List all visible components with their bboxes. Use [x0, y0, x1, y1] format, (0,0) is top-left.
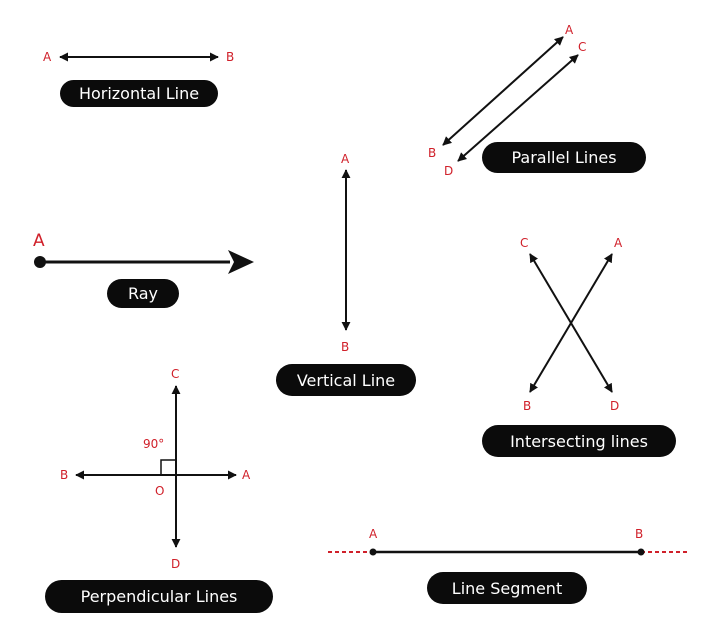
ray-pill	[107, 279, 179, 308]
intersecting-lines-title: Intersecting lines	[510, 432, 648, 451]
perpendicular-lines-title: Perpendicular Lines	[81, 587, 238, 606]
horizontal-line-figure: A B Horizontal Line	[43, 50, 234, 107]
intersecting-point-a-label: A	[614, 236, 623, 250]
perpendicular-point-c-label: C	[171, 367, 179, 381]
ray-point-a-label: A	[33, 231, 45, 251]
intersecting-lines-figure: C A B D Intersecting lines	[482, 236, 676, 457]
vertical-line-title: Vertical Line	[297, 371, 395, 390]
parallel-lines-title: Parallel Lines	[511, 148, 616, 167]
vertical-line-pill	[276, 364, 416, 396]
parallel-line-ab	[442, 36, 564, 146]
line-segment-pill	[427, 572, 587, 604]
vertical-line-figure: A B Vertical Line	[276, 152, 416, 396]
ray-figure: A Ray	[33, 231, 254, 308]
segment-endpoint-a	[369, 548, 377, 556]
horizontal-line-title: Horizontal Line	[79, 84, 199, 103]
perpendicular-point-a-label: A	[242, 468, 251, 482]
perpendicular-point-b-label: B	[60, 468, 68, 482]
intersecting-point-d-label: D	[610, 399, 619, 413]
segment-point-b-label: B	[635, 527, 643, 541]
segment-endpoint-b	[637, 548, 645, 556]
parallel-point-a-label: A	[565, 23, 574, 37]
segment-point-a-label: A	[369, 527, 378, 541]
line-segment-title: Line Segment	[452, 579, 562, 598]
parallel-lines-pill	[482, 142, 646, 173]
perpendicular-lines-pill	[45, 580, 273, 613]
intersecting-point-b-label: B	[523, 399, 531, 413]
parallel-lines-figure: A C B D Parallel Lines	[428, 23, 646, 178]
horizontal-point-b-label: B	[226, 50, 234, 64]
perpendicular-point-o-label: O	[155, 484, 164, 498]
parallel-point-b-label: B	[428, 146, 436, 160]
perpendicular-lines-figure: 90° C D B A O Perpendicular Lines	[45, 367, 273, 613]
ray-title: Ray	[128, 284, 158, 303]
parallel-point-d-label: D	[444, 164, 453, 178]
parallel-line-cd	[457, 54, 579, 162]
line-segment-figure: A B Line Segment	[328, 527, 688, 604]
perpendicular-angle-label: 90°	[143, 437, 164, 451]
horizontal-line-pill	[60, 80, 218, 107]
vertical-point-b-label: B	[341, 340, 349, 354]
perpendicular-point-d-label: D	[171, 557, 180, 571]
intersecting-point-c-label: C	[520, 236, 528, 250]
right-angle-marker	[160, 459, 177, 476]
parallel-point-c-label: C	[578, 40, 586, 54]
vertical-point-a-label: A	[341, 152, 350, 166]
intersecting-line-ab	[529, 253, 613, 393]
intersecting-lines-pill	[482, 425, 676, 457]
horizontal-point-a-label: A	[43, 50, 52, 64]
ray-arrowhead	[228, 250, 254, 274]
